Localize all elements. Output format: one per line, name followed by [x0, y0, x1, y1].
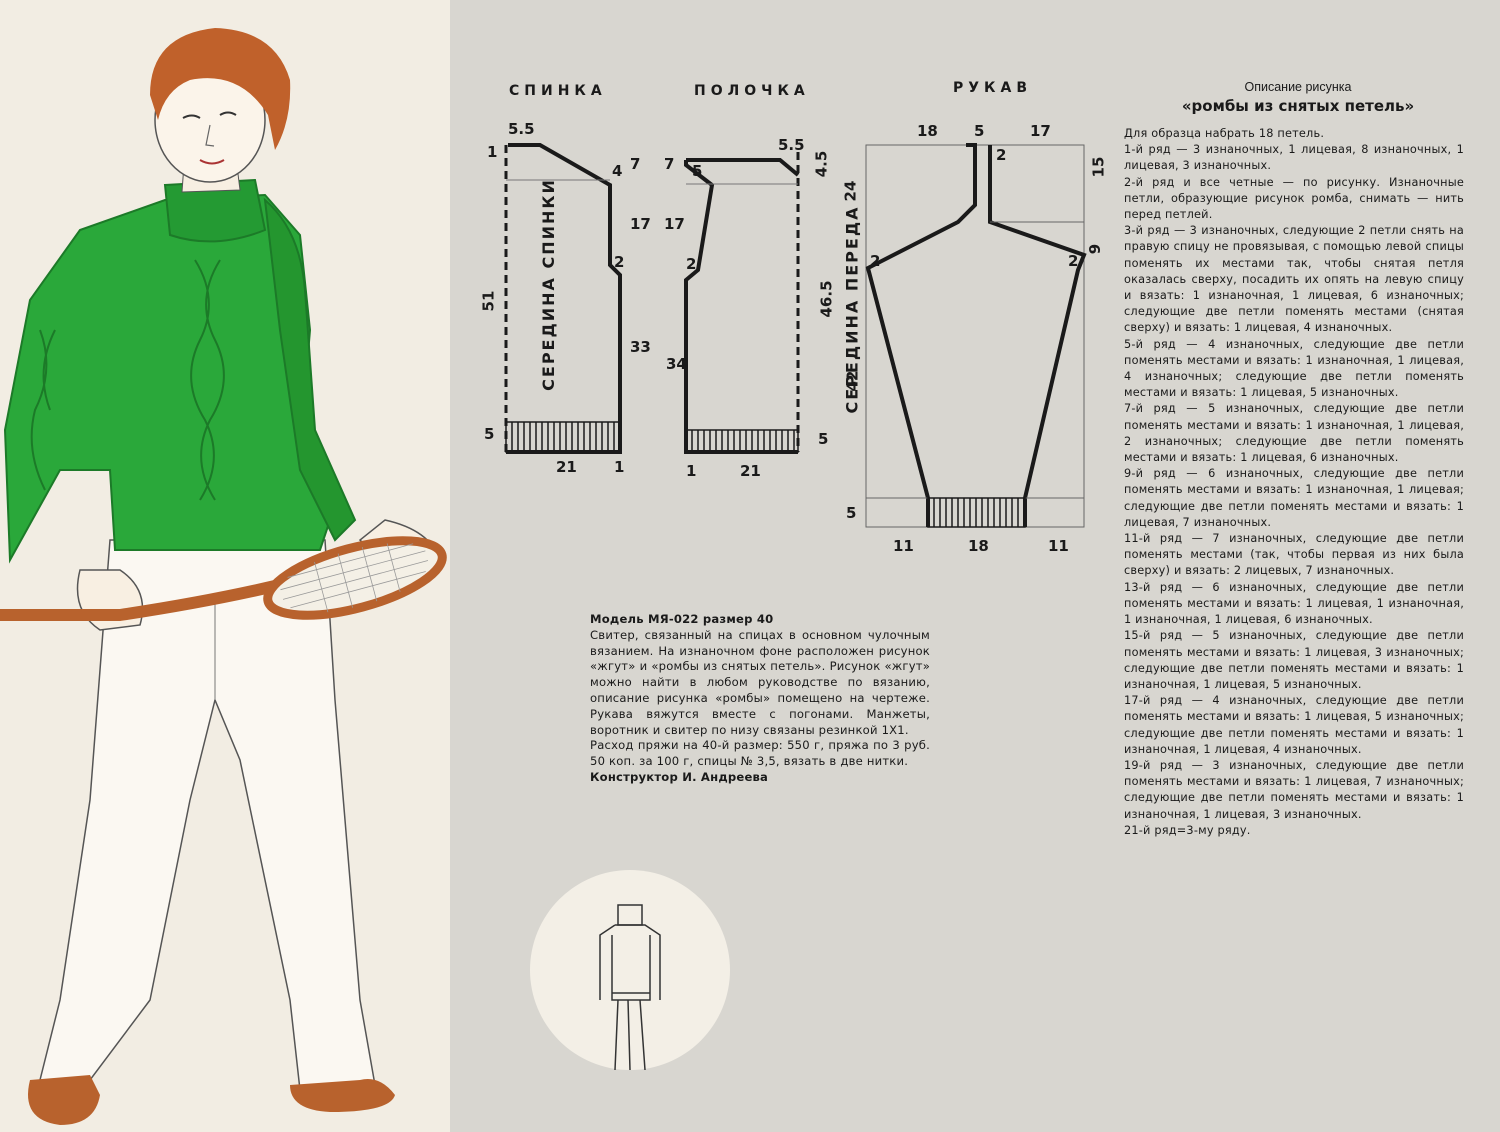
sleeve-pattern	[865, 143, 1087, 528]
front-pattern	[684, 152, 800, 454]
right-shoe	[290, 1079, 395, 1112]
description-title: «ромбы из снятых петель»	[1181, 97, 1415, 115]
back-dim-half-width: 21	[556, 458, 577, 476]
description-paragraph: 15-й ряд — 5 изнаночных, следующие две п…	[1124, 629, 1464, 691]
description-paragraph: 7-й ряд — 5 изнаночных, следующие две пе…	[1124, 402, 1464, 465]
front-dim-side-length: 34	[666, 355, 687, 373]
left-shoe	[28, 1075, 100, 1125]
sleeve-dim-cap-mid: 9	[1086, 243, 1105, 255]
description-text: Для образца набрать 18 петель. 1-й ряд —…	[1124, 126, 1464, 839]
back-dim-hem-extra: 1	[614, 458, 625, 476]
description-paragraph: 13-й ряд — 6 изнаночных, следующие две п…	[1124, 580, 1464, 627]
sleeve-dim-top-right: 17	[1030, 122, 1051, 140]
back-dim-ribbing: 5	[484, 425, 495, 443]
front-dim-neck-drop: 4.5	[812, 150, 831, 178]
back-dim-full-length: 51	[479, 290, 498, 312]
description-subtitle: Описание рисунка	[1244, 80, 1352, 94]
front-dim-hem-extra: 1	[686, 462, 697, 480]
back-dim-armhole-side: 7	[630, 155, 641, 173]
sleeve-dim-bottom-left: 11	[893, 537, 914, 555]
sleeve-dim-bottom-mid: 18	[968, 537, 989, 555]
sleeve-dim-length: 42	[843, 370, 862, 392]
trousers	[39, 539, 376, 1091]
back-pattern	[504, 143, 622, 454]
description-paragraph: 11-й ряд — 7 изнаночных, следующие две п…	[1124, 532, 1464, 578]
sleeve-dim-top-mid: 5	[974, 122, 985, 140]
model-description-block: Модель МЯ-022 размер 40 Свитер, связанны…	[590, 612, 930, 786]
back-dim-shoulder-slope: 4	[612, 162, 623, 180]
sleeve-dim-saddle-w: 2	[996, 146, 1007, 164]
sleeve-dim-cap-corner-right: 2	[1068, 252, 1079, 270]
front-dim-shoulder-top: 5.5	[778, 136, 805, 154]
front-dim-half-width: 21	[740, 462, 761, 480]
sleeve-dim-cap-corner-left: 2	[870, 252, 881, 270]
front-dim-armhole-depth: 17	[664, 215, 685, 233]
front-dim-shoulder-slope: 5	[692, 162, 703, 180]
description-paragraph: 9-й ряд — 6 изнаночных, следующие две пе…	[1124, 467, 1464, 529]
sleeve-title: РУКАВ	[953, 80, 1033, 96]
back-title: СПИНКА	[509, 83, 607, 99]
illustration-drawing	[0, 28, 447, 1125]
sleeve-dim-top-left: 18	[917, 122, 938, 140]
back-dim-shoulder-top: 5.5	[508, 120, 535, 138]
description-paragraph: 5-й ряд — 4 изнаночных, следующие две пе…	[1124, 337, 1464, 400]
back-center-label: СЕРЕДИНА СПИНКИ	[538, 178, 558, 391]
back-dim-armhole-curve: 2	[614, 253, 625, 271]
front-dim-armhole-curve: 2	[686, 255, 697, 273]
front-dim-ribbing: 5	[818, 430, 829, 448]
description-paragraph: Для образца набрать 18 петель.	[1124, 127, 1325, 140]
front-title: ПОЛОЧКА	[694, 83, 810, 99]
description-paragraph: 1-й ряд — 3 изнаночных, 1 лицевая, 8 изн…	[1124, 143, 1464, 173]
back-dim-neck-drop: 1	[487, 143, 498, 161]
sleeve-dim-ribbing: 5	[846, 504, 857, 522]
description-paragraph: 17-й ряд — 4 изнаночных, следующие две п…	[1124, 694, 1464, 756]
model-designer: Конструктор И. Андреева	[590, 769, 769, 784]
sweater	[3, 193, 332, 564]
description-paragraph: 21-й ряд=3-му ряду.	[1124, 823, 1251, 837]
back-dim-side-length: 33	[630, 338, 651, 356]
description-paragraph: 3-й ряд — 3 изнаночных, следующие 2 петл…	[1124, 224, 1464, 335]
sleeve-dim-bottom-right: 11	[1048, 537, 1069, 555]
model-heading: Модель МЯ-022 размер 40	[590, 612, 774, 626]
model-description: Свитер, связанный на спицах в основном ч…	[590, 627, 930, 737]
hair	[150, 28, 291, 150]
sleeve-dim-cap-right: 15	[1089, 156, 1108, 178]
turtleneck	[163, 178, 267, 243]
fashion-illustration	[0, 0, 450, 1132]
back-dim-armhole-depth: 17	[630, 215, 651, 233]
front-dim-full-length: 46.5	[817, 280, 836, 318]
front-dim-armhole-side: 7	[664, 155, 675, 173]
description-paragraph: 19-й ряд — 3 изнаночных, следующие две п…	[1124, 758, 1464, 821]
racket-head	[263, 536, 447, 620]
description-paragraph: 2-й ряд и все четные — по рисунку. Изнан…	[1124, 175, 1464, 222]
model-yarn: Расход пряжи на 40-й размер: 550 г, пряж…	[590, 738, 930, 769]
sleeve-dim-saddle-len: 24	[841, 180, 860, 202]
